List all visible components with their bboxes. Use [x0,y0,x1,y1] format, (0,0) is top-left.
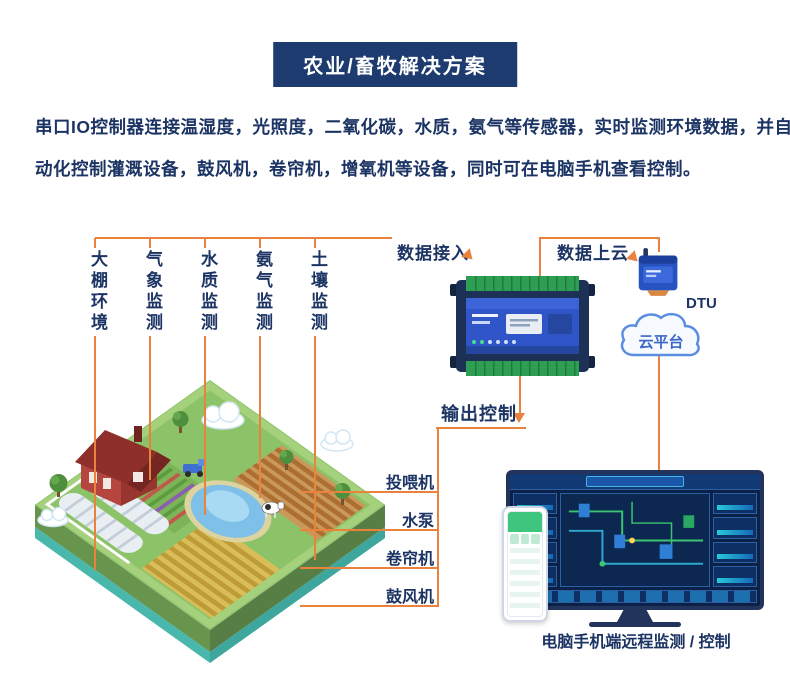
monitor-stand [617,610,653,622]
phone-app-screen [507,511,543,617]
controller-uplink-drop [539,237,541,276]
remote-monitoring-caption: 电脑手机端远程监测 / 控制 [541,634,731,651]
output-label-blower: 鼓风机 [385,589,434,606]
dashboard-footer [513,590,757,603]
output-leader-1 [300,491,438,493]
data-up-label: 数据上云 [557,244,629,263]
output-label-water-pump: 水泵 [401,513,434,530]
sensor-bus-line [95,237,392,239]
phone-app-list [510,548,540,614]
dashboard-header [510,474,760,490]
output-control-line [519,376,521,416]
output-control-label: 输出控制 [441,404,517,424]
sensor-label-ammonia: 氨气监测 [249,248,276,336]
dtu-label: DTU [686,295,717,312]
phone-app-stats [508,532,542,546]
intro-text: 串口IO控制器连接温湿度，光照度，二氧化碳，水质，氨气等传感器，实时监测环境数据… [35,106,790,190]
page-title-text: 农业/畜牧解决方案 [303,56,487,78]
output-underline [436,427,526,429]
dtu-drop-line [658,237,660,252]
tree-icons [49,411,351,505]
dashboard-right-panel [713,493,757,587]
dashboard-widget [713,541,757,563]
dashboard-widget [713,493,757,515]
sensor-drop-line-3 [204,238,206,515]
sensor-label-soil: 土壤监测 [304,248,331,336]
process-diagram [560,493,710,587]
output-down-arrow-icon [513,413,525,423]
sensor-label-weather: 气象监测 [139,248,166,336]
dashboard-title-chip [586,476,684,487]
farm-illustration-icon [35,380,385,663]
sensor-label-greenhouse-env: 大棚环境 [84,248,111,336]
output-leader-4 [300,605,438,607]
uplink-line [540,237,659,239]
intro-line-1: 串口IO控制器连接温湿度，光照度，二氧化碳，水质，氨气等传感器，实时监测环境数据… [35,117,790,137]
truck-icon [183,459,206,477]
io-controller-device-icon [450,276,595,376]
cloud-icons [37,401,354,528]
data-in-label: 数据接入 [397,244,469,263]
cloud-to-monitor-line [658,354,660,470]
output-label-roller-shutter: 卷帘机 [385,551,434,568]
page-title: 农业/畜牧解决方案 [273,42,517,87]
smartphone [502,506,548,622]
dashboard-widget [713,517,757,539]
sensor-drop-line-2 [149,238,151,480]
phone-app-header [508,512,542,532]
dashboard-widget [713,565,757,587]
cloud-platform-icon [620,312,700,357]
sensor-drop-line-1 [94,238,96,570]
cloud-platform-label: 云平台 [638,334,684,351]
dtu-device-icon [638,248,678,296]
sensor-drop-line-4 [259,238,261,498]
output-leader-3 [300,567,438,569]
intro-line-2: 动化控制灌溉设备，鼓风机，卷帘机，增氧机等设备，同时可在电脑手机查看控制。 [35,159,701,179]
sensor-drop-line-5 [314,238,316,560]
output-branch-line [437,427,439,607]
cow-icon [261,501,285,518]
monitor-base [589,622,681,627]
output-leader-2 [300,529,438,531]
sensor-label-water-quality: 水质监测 [194,248,221,336]
output-label-feeder: 投喂机 [385,475,434,492]
